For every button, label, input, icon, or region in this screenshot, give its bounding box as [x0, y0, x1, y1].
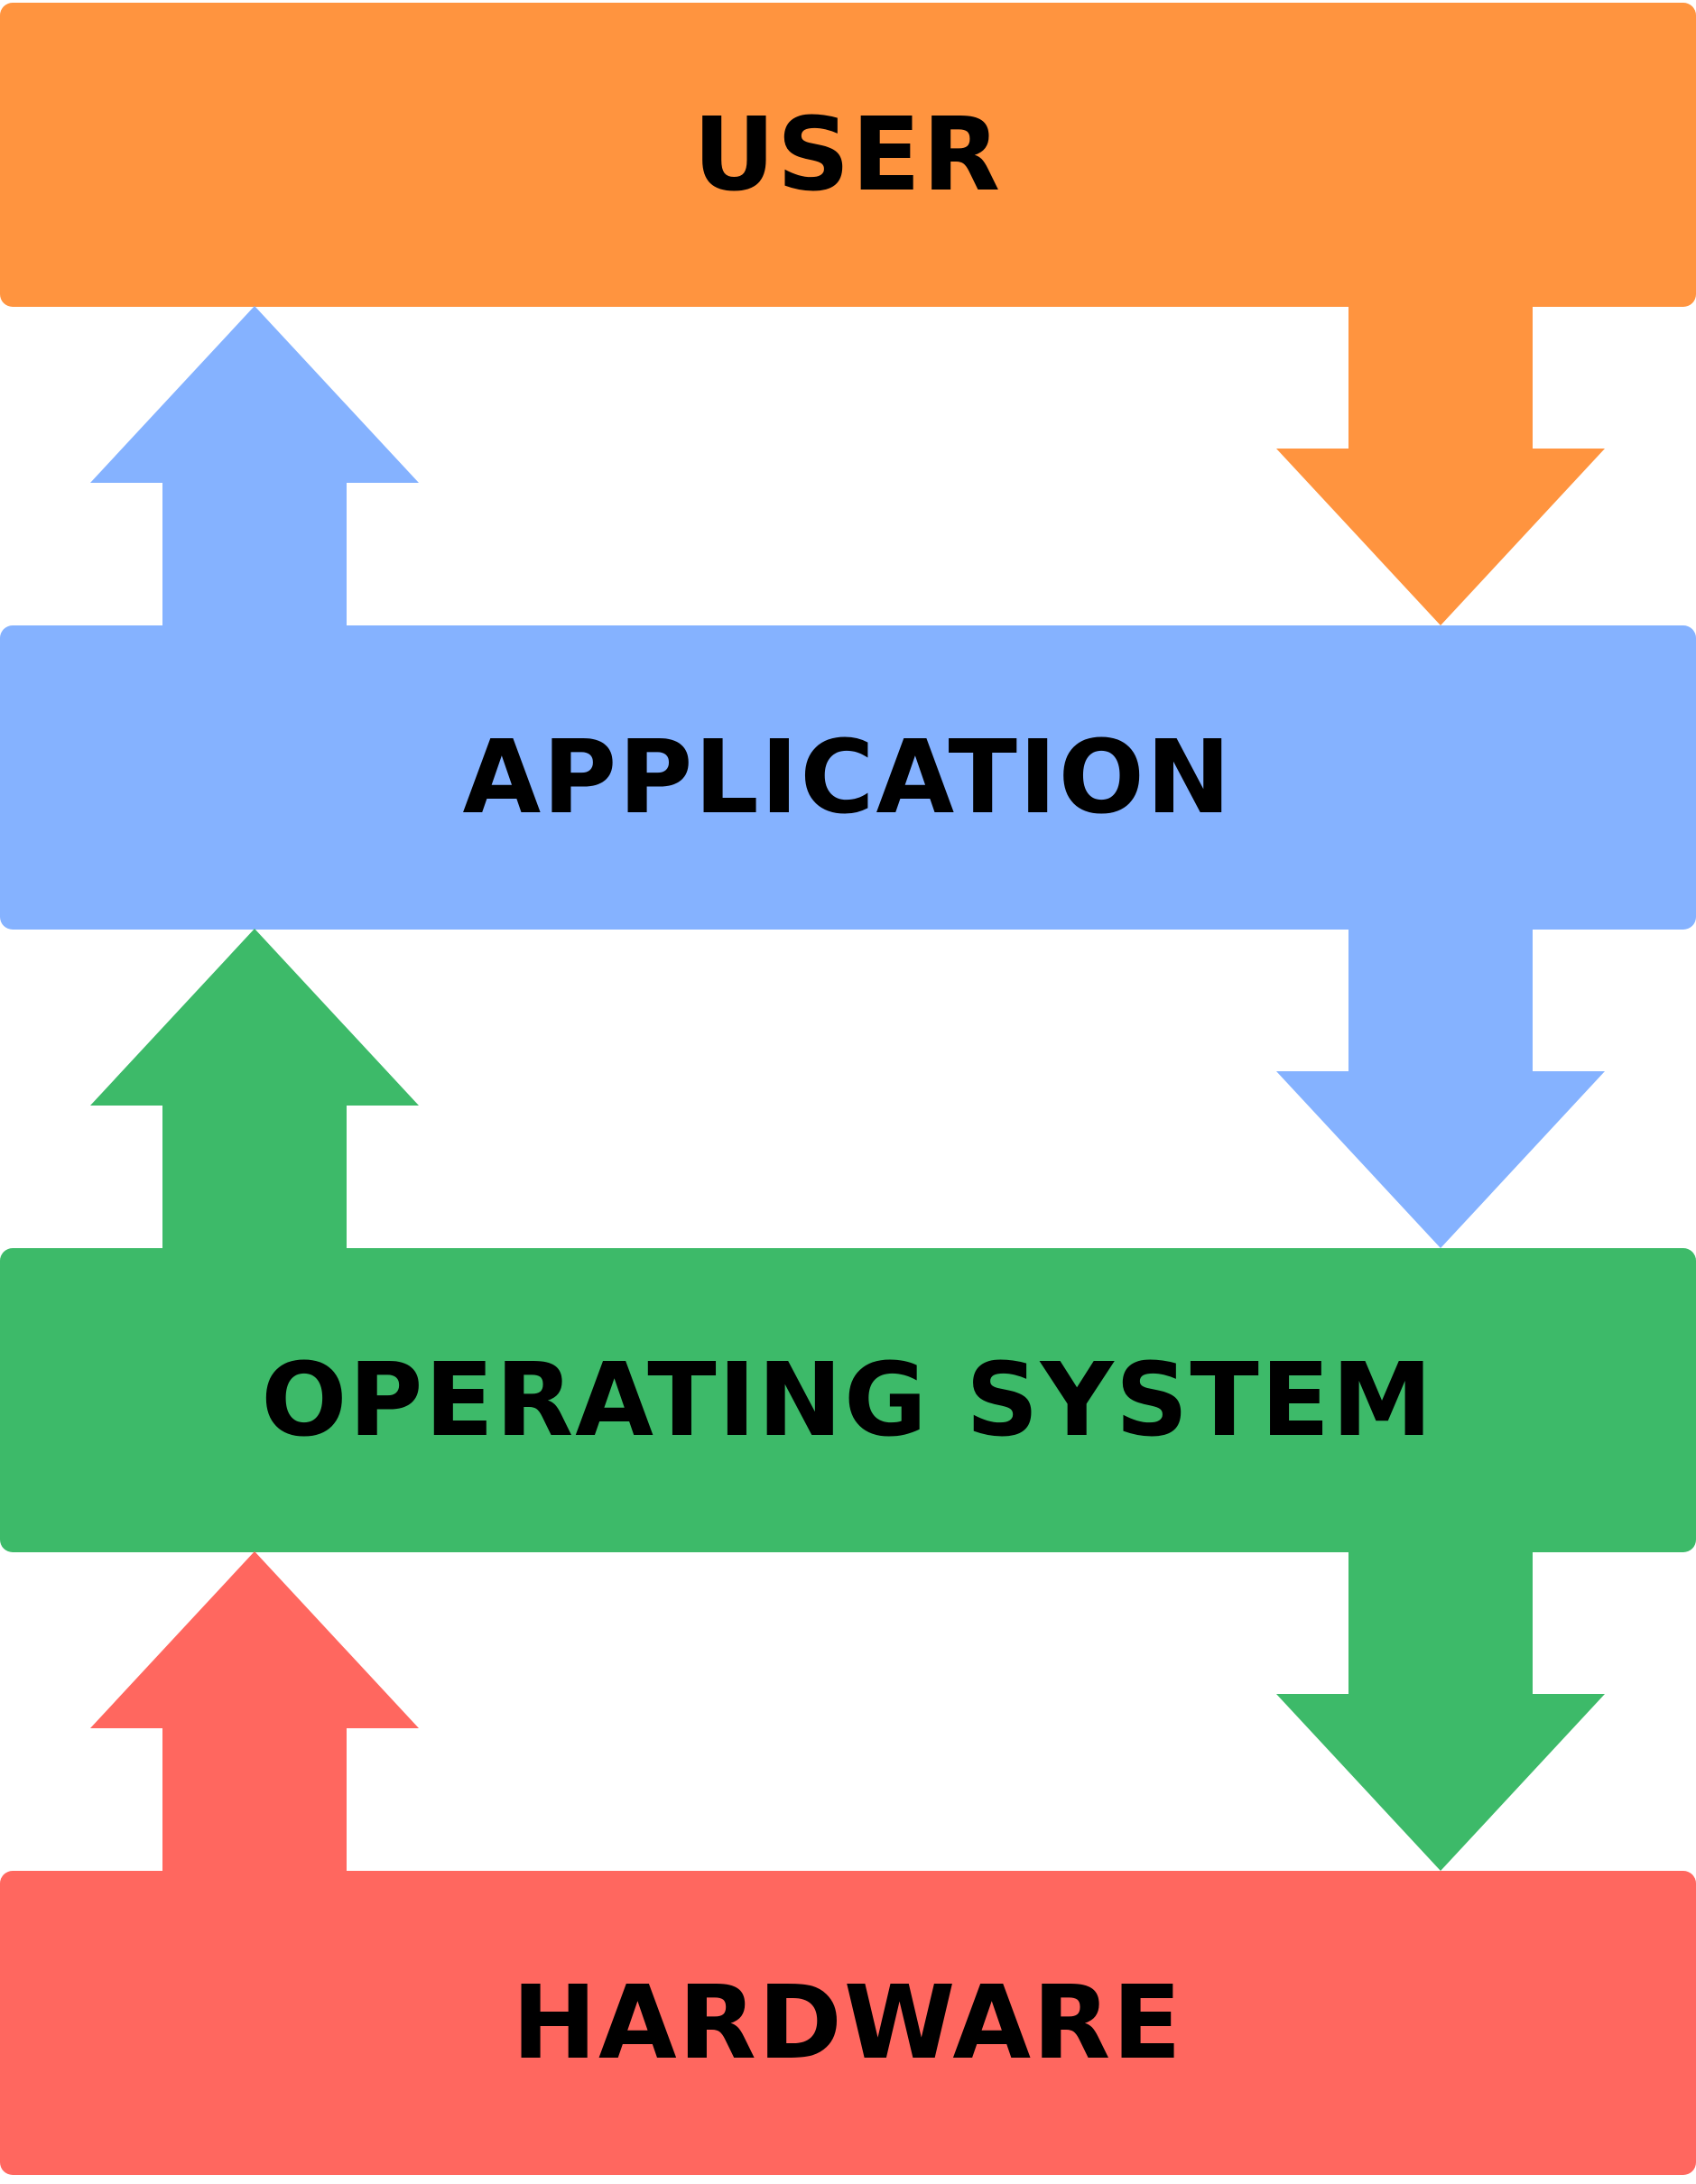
- layer-box-user: [0, 3, 1696, 307]
- layer-label-hardware: HARDWARE: [512, 1965, 1183, 2082]
- layer-box-operating-system: [0, 1248, 1696, 1552]
- down-arrow-icon: [1276, 929, 1605, 1248]
- up-arrow-icon: [90, 1551, 419, 1871]
- down-arrow-icon: [1276, 306, 1605, 625]
- layer-label-user: USER: [693, 97, 1002, 214]
- up-arrow-icon: [90, 306, 419, 625]
- layer-label-operating-system: OPERATING SYSTEM: [261, 1342, 1434, 1459]
- layer-label-application: APPLICATION: [462, 719, 1232, 837]
- up-arrow-icon: [90, 929, 419, 1248]
- layer-box-application: [0, 625, 1696, 930]
- down-arrow-icon: [1276, 1551, 1605, 1871]
- layer-box-hardware: [0, 1871, 1696, 2175]
